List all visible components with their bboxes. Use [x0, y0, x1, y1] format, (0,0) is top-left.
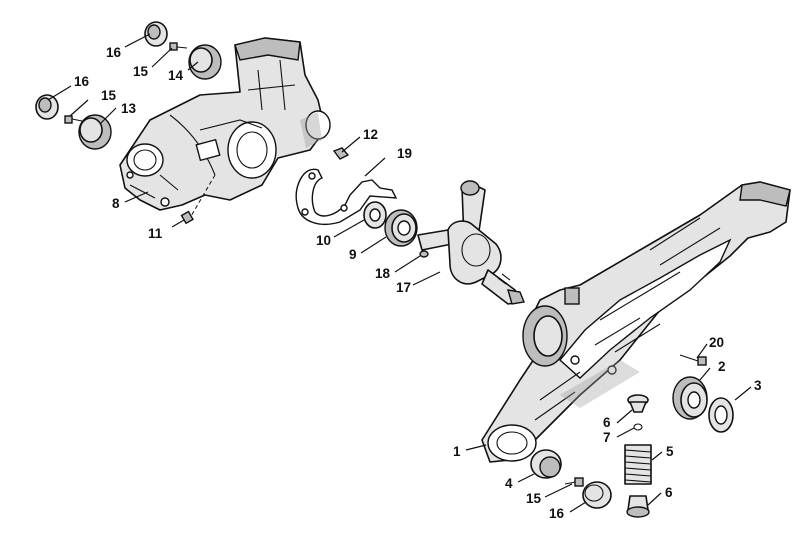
callout-2: 2: [718, 359, 726, 374]
spring-5: [624, 444, 652, 485]
crankcase-left-half: [119, 37, 331, 211]
callout-15-middle: 15: [101, 88, 117, 103]
callout-17: 17: [396, 280, 411, 295]
ball-bearing-2: [672, 376, 708, 420]
callout-16-middle: 16: [74, 74, 90, 89]
callout-13: 13: [121, 101, 137, 116]
oil-seal-10: [363, 201, 387, 229]
leader-lines: [47, 33, 752, 513]
callout-20: 20: [709, 335, 724, 350]
crankshaft-17: [417, 180, 525, 305]
ring-7: [633, 423, 643, 431]
callout-11: 11: [148, 226, 163, 241]
callout-3: 3: [754, 378, 762, 393]
callout-15-lower: 15: [526, 491, 542, 506]
screw-20: [679, 354, 707, 366]
cap-16-lower: [582, 481, 612, 509]
callout-8: 8: [112, 196, 120, 211]
callout-9: 9: [349, 247, 357, 262]
callout-labels: 16 15 14 16 15 13 8 11 12 19 10 9 18 17 …: [74, 45, 762, 521]
callout-4: 4: [505, 476, 513, 491]
callout-18: 18: [375, 266, 391, 281]
cap-16-top: [144, 21, 168, 47]
cap-16-middle: [35, 94, 59, 120]
screw-15-lower: [564, 477, 584, 487]
callout-10: 10: [316, 233, 331, 248]
callout-19: 19: [397, 146, 412, 161]
annular-buffer-13: [78, 114, 112, 150]
ball-bearing-9: [384, 209, 418, 247]
screw-15-middle: [64, 115, 83, 124]
screw-15-top: [169, 42, 188, 51]
sleeve-12: [332, 147, 350, 160]
woodruff-key-18: [419, 250, 429, 258]
annular-buffer-4: [530, 449, 562, 479]
callout-15-top: 15: [133, 64, 149, 79]
callout-12: 12: [363, 127, 378, 142]
callout-16-top: 16: [106, 45, 122, 60]
plug-6-upper: [627, 394, 649, 413]
callout-6-upper: 6: [603, 415, 611, 430]
callout-14: 14: [168, 68, 184, 83]
callout-1: 1: [453, 444, 461, 459]
oil-seal-3: [708, 397, 734, 433]
annular-buffer-14: [188, 44, 222, 80]
callout-5: 5: [666, 444, 674, 459]
plug-6-lower: [626, 495, 650, 518]
callout-7: 7: [603, 430, 611, 445]
gasket-19: [295, 168, 398, 226]
callout-6-lower: 6: [665, 485, 673, 500]
stud-11: [180, 174, 216, 225]
crankcase-right-half: [481, 181, 791, 463]
callout-16-lower: 16: [549, 506, 565, 521]
